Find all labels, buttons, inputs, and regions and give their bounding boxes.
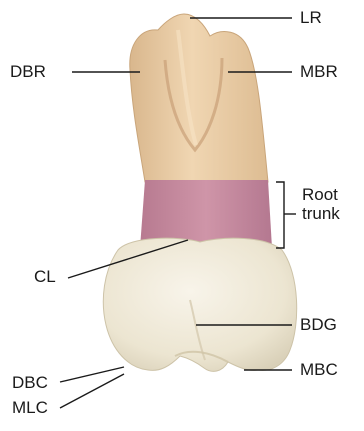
root-trunk-band bbox=[140, 180, 272, 248]
tooth-roots bbox=[130, 14, 268, 182]
label-dbc: DBC bbox=[12, 374, 48, 392]
label-root-trunk-line1: Root bbox=[302, 186, 338, 204]
label-root-trunk-line2: trunk bbox=[302, 205, 340, 223]
label-bdg: BDG bbox=[300, 316, 337, 334]
label-mbc: MBC bbox=[300, 361, 338, 379]
label-mlc: MLC bbox=[12, 399, 48, 417]
label-mbr: MBR bbox=[300, 63, 338, 81]
label-lr: LR bbox=[300, 9, 322, 27]
root-trunk-bracket bbox=[276, 182, 284, 248]
label-cl: CL bbox=[34, 268, 56, 286]
label-dbr: DBR bbox=[10, 63, 46, 81]
